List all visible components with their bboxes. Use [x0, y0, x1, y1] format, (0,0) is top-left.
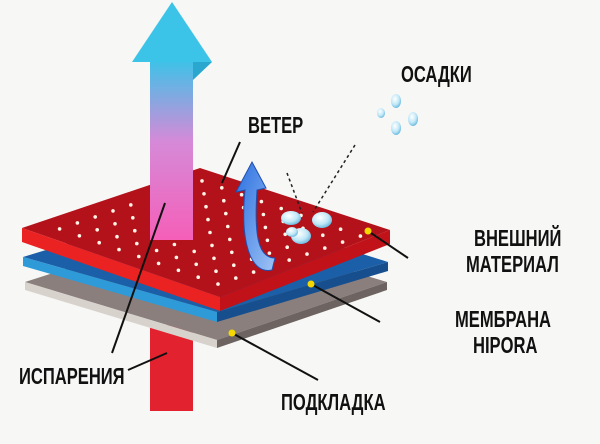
perforation-dot: [208, 230, 212, 235]
perforation-dot: [212, 256, 216, 261]
perforation-dot: [305, 252, 309, 256]
perforation-dot: [93, 215, 97, 219]
perforation-dot: [259, 199, 264, 204]
label-membrane-2: HIPORA: [473, 332, 538, 358]
label-outer-material-1: ВНЕШНИЙ: [474, 225, 562, 251]
perforation-dot: [137, 254, 141, 259]
outer-material-layer: [22, 168, 390, 311]
perforation-dot: [206, 217, 210, 222]
perforation-dot: [228, 237, 232, 242]
wind-arrow: [235, 160, 276, 271]
evaporation-arrow: [132, 2, 212, 240]
perforation-dot: [230, 250, 234, 255]
label-lining: ПОДКЛАДКА: [281, 389, 386, 415]
perforation-dot: [192, 249, 196, 254]
perforation-dot: [239, 192, 244, 197]
label-outer-material-2: МАТЕРИАЛ: [466, 251, 559, 277]
perforation-dot: [202, 192, 206, 196]
marker-dots: [228, 227, 372, 337]
perforation-dot: [251, 270, 256, 274]
perforation-dot: [224, 211, 228, 216]
perforation-dot: [131, 216, 135, 220]
perforation-dot: [222, 198, 226, 203]
perforation-dot: [174, 255, 179, 260]
perforation-dot: [115, 234, 119, 239]
label-membrane-1: МЕМБРАНА: [455, 306, 552, 332]
perforation-dot: [113, 222, 117, 226]
perforation-dot: [340, 240, 345, 244]
perforation-dot: [226, 224, 230, 229]
perforation-dot: [75, 221, 80, 225]
rain-lines: [286, 144, 356, 214]
perforation-dot: [323, 246, 327, 250]
perforation-dot: [156, 261, 161, 266]
perforation-dot: [220, 186, 224, 190]
perforation-dot: [194, 262, 198, 267]
perforation-dot: [129, 203, 133, 207]
perforation-dot: [338, 227, 343, 231]
perforation-dot: [95, 228, 99, 232]
perforation-dot: [285, 245, 290, 249]
perforation-dot: [57, 227, 62, 231]
label-wind: ВЕТЕР: [248, 112, 304, 138]
perforation-dot: [283, 232, 288, 237]
label-evaporation: ИСПАРЕНИЯ: [19, 363, 125, 389]
perforation-dot: [196, 275, 200, 280]
perforation-dot: [176, 268, 181, 273]
label-precipitation: ОСАДКИ: [401, 61, 472, 87]
perforation-dot: [133, 228, 137, 233]
perforation-dot: [216, 282, 220, 286]
evaporation-bar-bottom: [150, 325, 193, 411]
perforation-dot: [261, 212, 266, 217]
perforation-dot: [97, 240, 101, 245]
perforation-dot: [234, 276, 238, 280]
perforation-dot: [265, 238, 270, 243]
perforation-dot: [135, 241, 139, 246]
perforation-dot: [279, 206, 284, 211]
perforation-dot: [172, 242, 177, 247]
perforation-dot: [204, 204, 208, 209]
perforation-dot: [154, 248, 159, 253]
perforation-dot: [214, 269, 218, 274]
leader-lines: [111, 141, 409, 381]
perforation-dot: [267, 251, 272, 255]
perforation-dot: [321, 233, 325, 237]
perforation-dot: [77, 234, 82, 238]
perforation-dot: [263, 225, 268, 230]
perforation-dot: [117, 247, 121, 252]
water-droplets: [281, 94, 418, 244]
perforation-dot: [111, 209, 115, 213]
perforation-dot: [232, 263, 236, 268]
perforation-dot: [210, 243, 214, 248]
perforation-dot: [287, 258, 292, 262]
perforation-dot: [358, 234, 363, 238]
perforation-dot: [200, 179, 204, 183]
